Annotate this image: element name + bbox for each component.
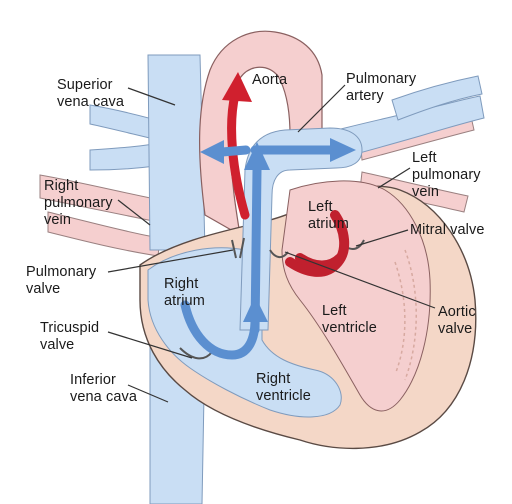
superior-vena-cava	[147, 54, 206, 251]
left-heart-chamber	[281, 180, 431, 412]
leader-right-pulmonary-vein	[117, 199, 151, 226]
leader-tricuspid-valve	[107, 331, 193, 359]
leader-inferior-vena-cava	[127, 384, 169, 403]
label-left-atrium: Left atrium	[308, 199, 349, 232]
aorta-arrowhead	[222, 72, 252, 102]
right-heart-arrowhead	[243, 296, 268, 322]
label-aorta: Aorta	[252, 72, 288, 88]
label-aortic-valve: Aortic valve	[438, 304, 476, 337]
leader-mitral-valve	[355, 229, 409, 247]
pulmonary-flow-arrowhead-up	[244, 142, 270, 170]
label-left-pulmonary-vein: Left pulmonary vein	[412, 150, 481, 200]
pulmonary-valve-shape	[231, 237, 245, 259]
label-pulmonary-valve: Pulmonary valve	[26, 264, 97, 297]
leader-pulmonary-valve	[107, 249, 234, 273]
tricuspid-valve-shape	[179, 347, 213, 360]
label-left-ventricle: Left ventricle	[322, 303, 377, 336]
pulmonary-flow-arrow-right	[217, 145, 251, 157]
label-superior-vena-cava: Superior vena cava	[57, 77, 124, 110]
leader-superior-vena-cava	[127, 87, 176, 106]
label-tricuspid-valve: Tricuspid valve	[40, 320, 100, 353]
pulmonary-flow-arrowhead-right	[200, 140, 224, 164]
leader-lines	[107, 84, 436, 403]
label-right-atrium: Right atrium	[164, 276, 205, 309]
pulmonary-flow-arrowhead-left	[330, 138, 356, 162]
label-pulmonary-artery: Pulmonary artery	[346, 71, 417, 104]
leader-pulmonary-artery	[297, 84, 346, 133]
label-mitral-valve: Mitral valve	[410, 222, 485, 238]
aortic-valve-shape	[269, 249, 289, 258]
right-heart-flow-arrow	[180, 300, 260, 360]
left-ventricle-muscle	[394, 249, 417, 381]
leader-aortic-valve	[284, 251, 436, 309]
label-inferior-vena-cava: Inferior vena cava	[70, 372, 137, 405]
label-right-ventricle: Right ventricle	[256, 371, 311, 404]
label-right-pulmonary-vein: Right pulmonary vein	[44, 178, 113, 228]
pulmonary-artery-trunk	[239, 127, 363, 331]
leader-left-pulmonary-vein	[377, 167, 411, 189]
pulmonary-artery-branch-right-top	[391, 75, 483, 121]
